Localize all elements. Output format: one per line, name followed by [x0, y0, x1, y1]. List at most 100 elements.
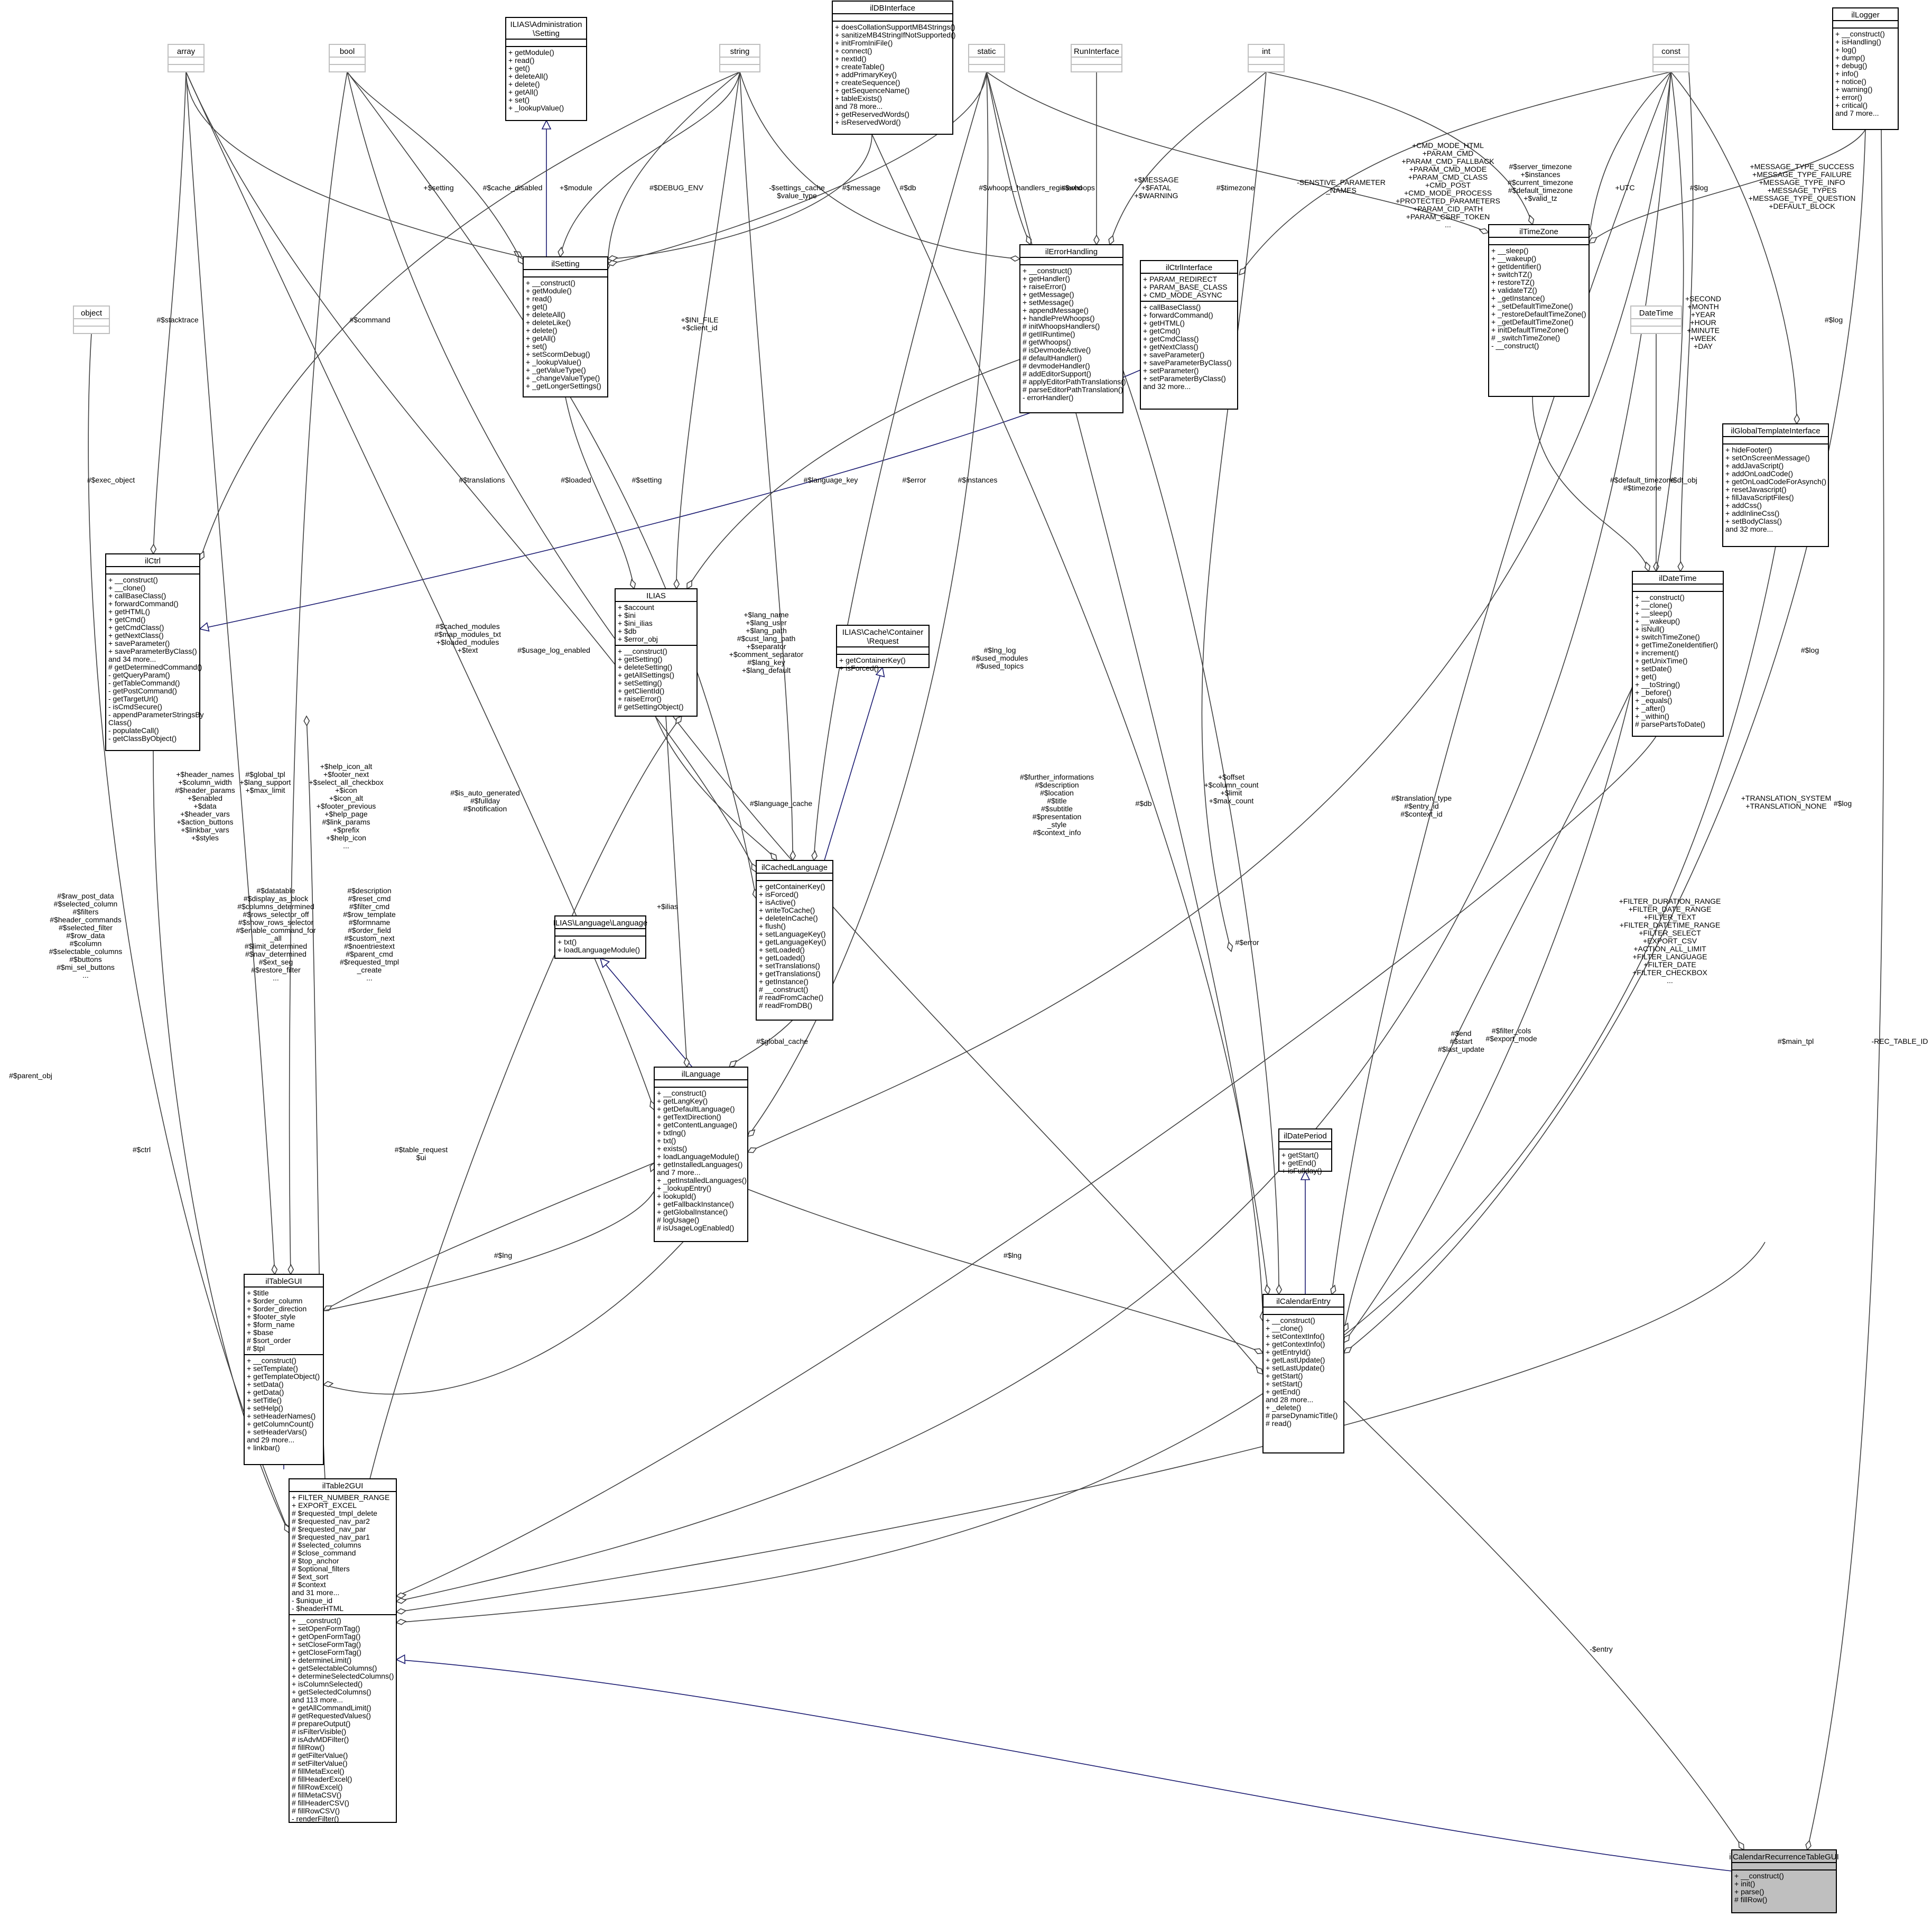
class-member: # $selected_columns: [292, 1541, 361, 1549]
class-member: + _lookupEntry(): [657, 1184, 711, 1192]
edge-label-line: #$row_template: [343, 910, 396, 919]
class-int[interactable]: int: [1248, 44, 1285, 72]
class-iltable2gui[interactable]: ilTable2GUI+ FILTER_NUMBER_RANGE+ EXPORT…: [289, 1478, 397, 1823]
edge-label-line: +$footer_next: [323, 770, 369, 779]
class-member: + _lookupValue(): [526, 358, 581, 366]
class-member: + __construct(): [108, 576, 158, 584]
edge-label-line: +$comment_separator: [729, 650, 804, 659]
edge-label-line: +MONTH: [1687, 302, 1719, 311]
association-edge: [1589, 129, 1866, 244]
class-member: + __construct(): [247, 1356, 296, 1365]
class-title: \Request: [867, 637, 899, 646]
class-ildbinterface[interactable]: ilDBInterface+ doesCollationSupportMB4St…: [832, 1, 955, 135]
edge-label-line: +FILTER_DATETIME_RANGE: [1620, 921, 1720, 929]
edge-label-line: +$offset: [1218, 773, 1244, 781]
aggregation-diamond: [1528, 215, 1535, 226]
edge-label-line: #$table_request: [395, 1145, 448, 1154]
class-ilsetting[interactable]: ilSetting+ __construct()+ getModule()+ r…: [523, 256, 608, 397]
class-ilias[interactable]: ILIAS+ $account+ $ini+ $ini_ilias+ $db+ …: [615, 588, 698, 717]
association-edge: [1122, 369, 1279, 1295]
edge-label-whoops: #$whoops: [1061, 183, 1095, 192]
class-member: # read(): [1266, 1419, 1292, 1428]
class-ilcalendarrecurrencetablegui[interactable]: ilCalendarRecurrenceTableGUI+ __construc…: [1729, 1849, 1839, 1913]
edge-label-line: +FILTER_DURATION_RANGE: [1619, 897, 1721, 905]
class-member: # fillHeaderCSV(): [292, 1799, 349, 1807]
class-member: + lookupId(): [657, 1192, 696, 1200]
class-box: [1262, 1294, 1344, 1453]
edge-label-line: #$location: [1040, 789, 1074, 797]
class-member: + appendMessage(): [1023, 306, 1089, 314]
class-illogger[interactable]: ilLogger+ __construct()+ isHandling()+ l…: [1832, 7, 1899, 130]
class-member: + _getInstalledLanguages(): [657, 1176, 747, 1184]
class-member: + _delete(): [1266, 1403, 1301, 1412]
class-box: [73, 305, 110, 334]
class-ildatetime[interactable]: ilDateTime+ __construct()+ __clone()+ __…: [1632, 571, 1724, 737]
class-cache_request[interactable]: ILIAS\Cache\Container\Request+ getContai…: [836, 625, 930, 672]
class-member: + setHelp(): [247, 1404, 283, 1412]
edge-label-line: _style: [1047, 820, 1067, 829]
class-static[interactable]: static: [968, 44, 1005, 72]
class-iltimezone[interactable]: ilTimeZone+ __sleep()+ __wakeup()+ getId…: [1488, 224, 1590, 397]
class-array[interactable]: array: [168, 44, 205, 72]
class-box: [1632, 571, 1724, 737]
aggregation-diamond: [1805, 1839, 1812, 1851]
association-edge: [1532, 396, 1649, 572]
class-member: + $footer_style: [247, 1312, 295, 1321]
class-title: \Setting: [533, 29, 560, 38]
class-member: + $ini: [618, 611, 636, 619]
class-member: + __clone(): [1266, 1324, 1303, 1332]
aggregation-diamond: [770, 852, 778, 862]
class-const[interactable]: const: [1652, 44, 1689, 72]
class-runinterface[interactable]: RunInterface: [1071, 44, 1122, 72]
aggregation-diamond: [1276, 1284, 1283, 1295]
class-member: + getColumnCount(): [247, 1420, 313, 1428]
class-member: + $ini_ilias: [618, 619, 653, 627]
edge-label-line: +MESSAGE_TYPE_SUCCESS: [1750, 162, 1854, 171]
class-title: ilLogger: [1851, 11, 1879, 20]
edge-label-line: +FILTER_SELECT: [1639, 929, 1701, 937]
class-member: and 29 more...: [247, 1436, 294, 1444]
edge-label-line: #$language_key: [804, 476, 858, 484]
class-box: [1488, 224, 1590, 397]
class-ilcachedlanguage[interactable]: ilCachedLanguage+ getContainerKey()+ isF…: [756, 860, 833, 1021]
class-member: + tableExists(): [835, 94, 882, 103]
class-datetime[interactable]: DateTime: [1630, 305, 1682, 334]
class-member: + getEnd(): [1266, 1387, 1301, 1396]
edge-label-line: #$enable_command_for: [236, 926, 316, 934]
class-ilctrl[interactable]: ilCtrl+ __construct()+ __clone()+ callBa…: [105, 553, 204, 751]
aggregation-diamond: [1644, 561, 1651, 572]
class-member: + getNextClass(): [108, 631, 164, 640]
edge-label-line: +$loaded_modules: [436, 638, 499, 646]
class-member: + initFromIniFile(): [835, 39, 893, 47]
class-ilglobaltemplateinterface[interactable]: ilGlobalTemplateInterface+ hideFooter()+…: [1722, 423, 1829, 547]
class-ilcalendarentry[interactable]: ilCalendarEntry+ __construct()+ __clone(…: [1262, 1294, 1344, 1453]
class-member: + __clone(): [1635, 601, 1672, 609]
edge-label-line: #$raw_post_data: [57, 892, 114, 900]
class-member: + setStart(): [1266, 1379, 1303, 1388]
aggregation-diamond: [789, 850, 796, 862]
association-edge: [747, 71, 1671, 1153]
edge-label-line: #$used_topics: [976, 662, 1024, 670]
edge-label-global-cache: #$global_cache: [756, 1037, 808, 1045]
edge-label-instances: #$instances: [958, 476, 998, 484]
class-iltablegui[interactable]: ilTableGUI+ $title+ $order_column+ $orde…: [244, 1274, 324, 1465]
class-member: + isNull(): [1635, 625, 1665, 633]
class-ilerrorhandling[interactable]: ilErrorHandling+ __construct()+ getHandl…: [1019, 244, 1126, 413]
class-bool[interactable]: bool: [329, 44, 366, 72]
class-title: object: [81, 309, 103, 318]
edges-layer: [88, 71, 1884, 1872]
edge-label-line: #$global_cache: [756, 1037, 808, 1045]
class-ildateperiod[interactable]: ilDatePeriod+ getStart()+ getEnd()+ isFu…: [1278, 1128, 1332, 1175]
class-member: + __construct(): [1734, 1872, 1784, 1880]
class-ilctrlinterface[interactable]: ilCtrlInterface+ PARAM_REDIRECT+ PARAM_B…: [1140, 260, 1238, 410]
class-string[interactable]: string: [719, 44, 760, 72]
class-admin_setting[interactable]: ILIAS\Administration\Setting+ getModule(…: [505, 17, 587, 121]
class-object[interactable]: object: [73, 305, 110, 334]
class-ilias_language[interactable]: ILIAS\Language\Language+ txt()+ loadLang…: [553, 915, 648, 959]
class-member: + forwardCommand(): [1143, 311, 1213, 319]
class-member: + resetJavascript(): [1725, 485, 1787, 494]
edge-label-help-icon: +$help_icon_alt+$footer_next+$select_all…: [309, 762, 383, 850]
edge-label-line: #$instances: [958, 476, 998, 484]
class-illanguage[interactable]: ilLanguage+ __construct()+ getLangKey()+…: [654, 1067, 748, 1242]
edge-label-line: -REC_TABLE_ID: [1871, 1037, 1928, 1045]
